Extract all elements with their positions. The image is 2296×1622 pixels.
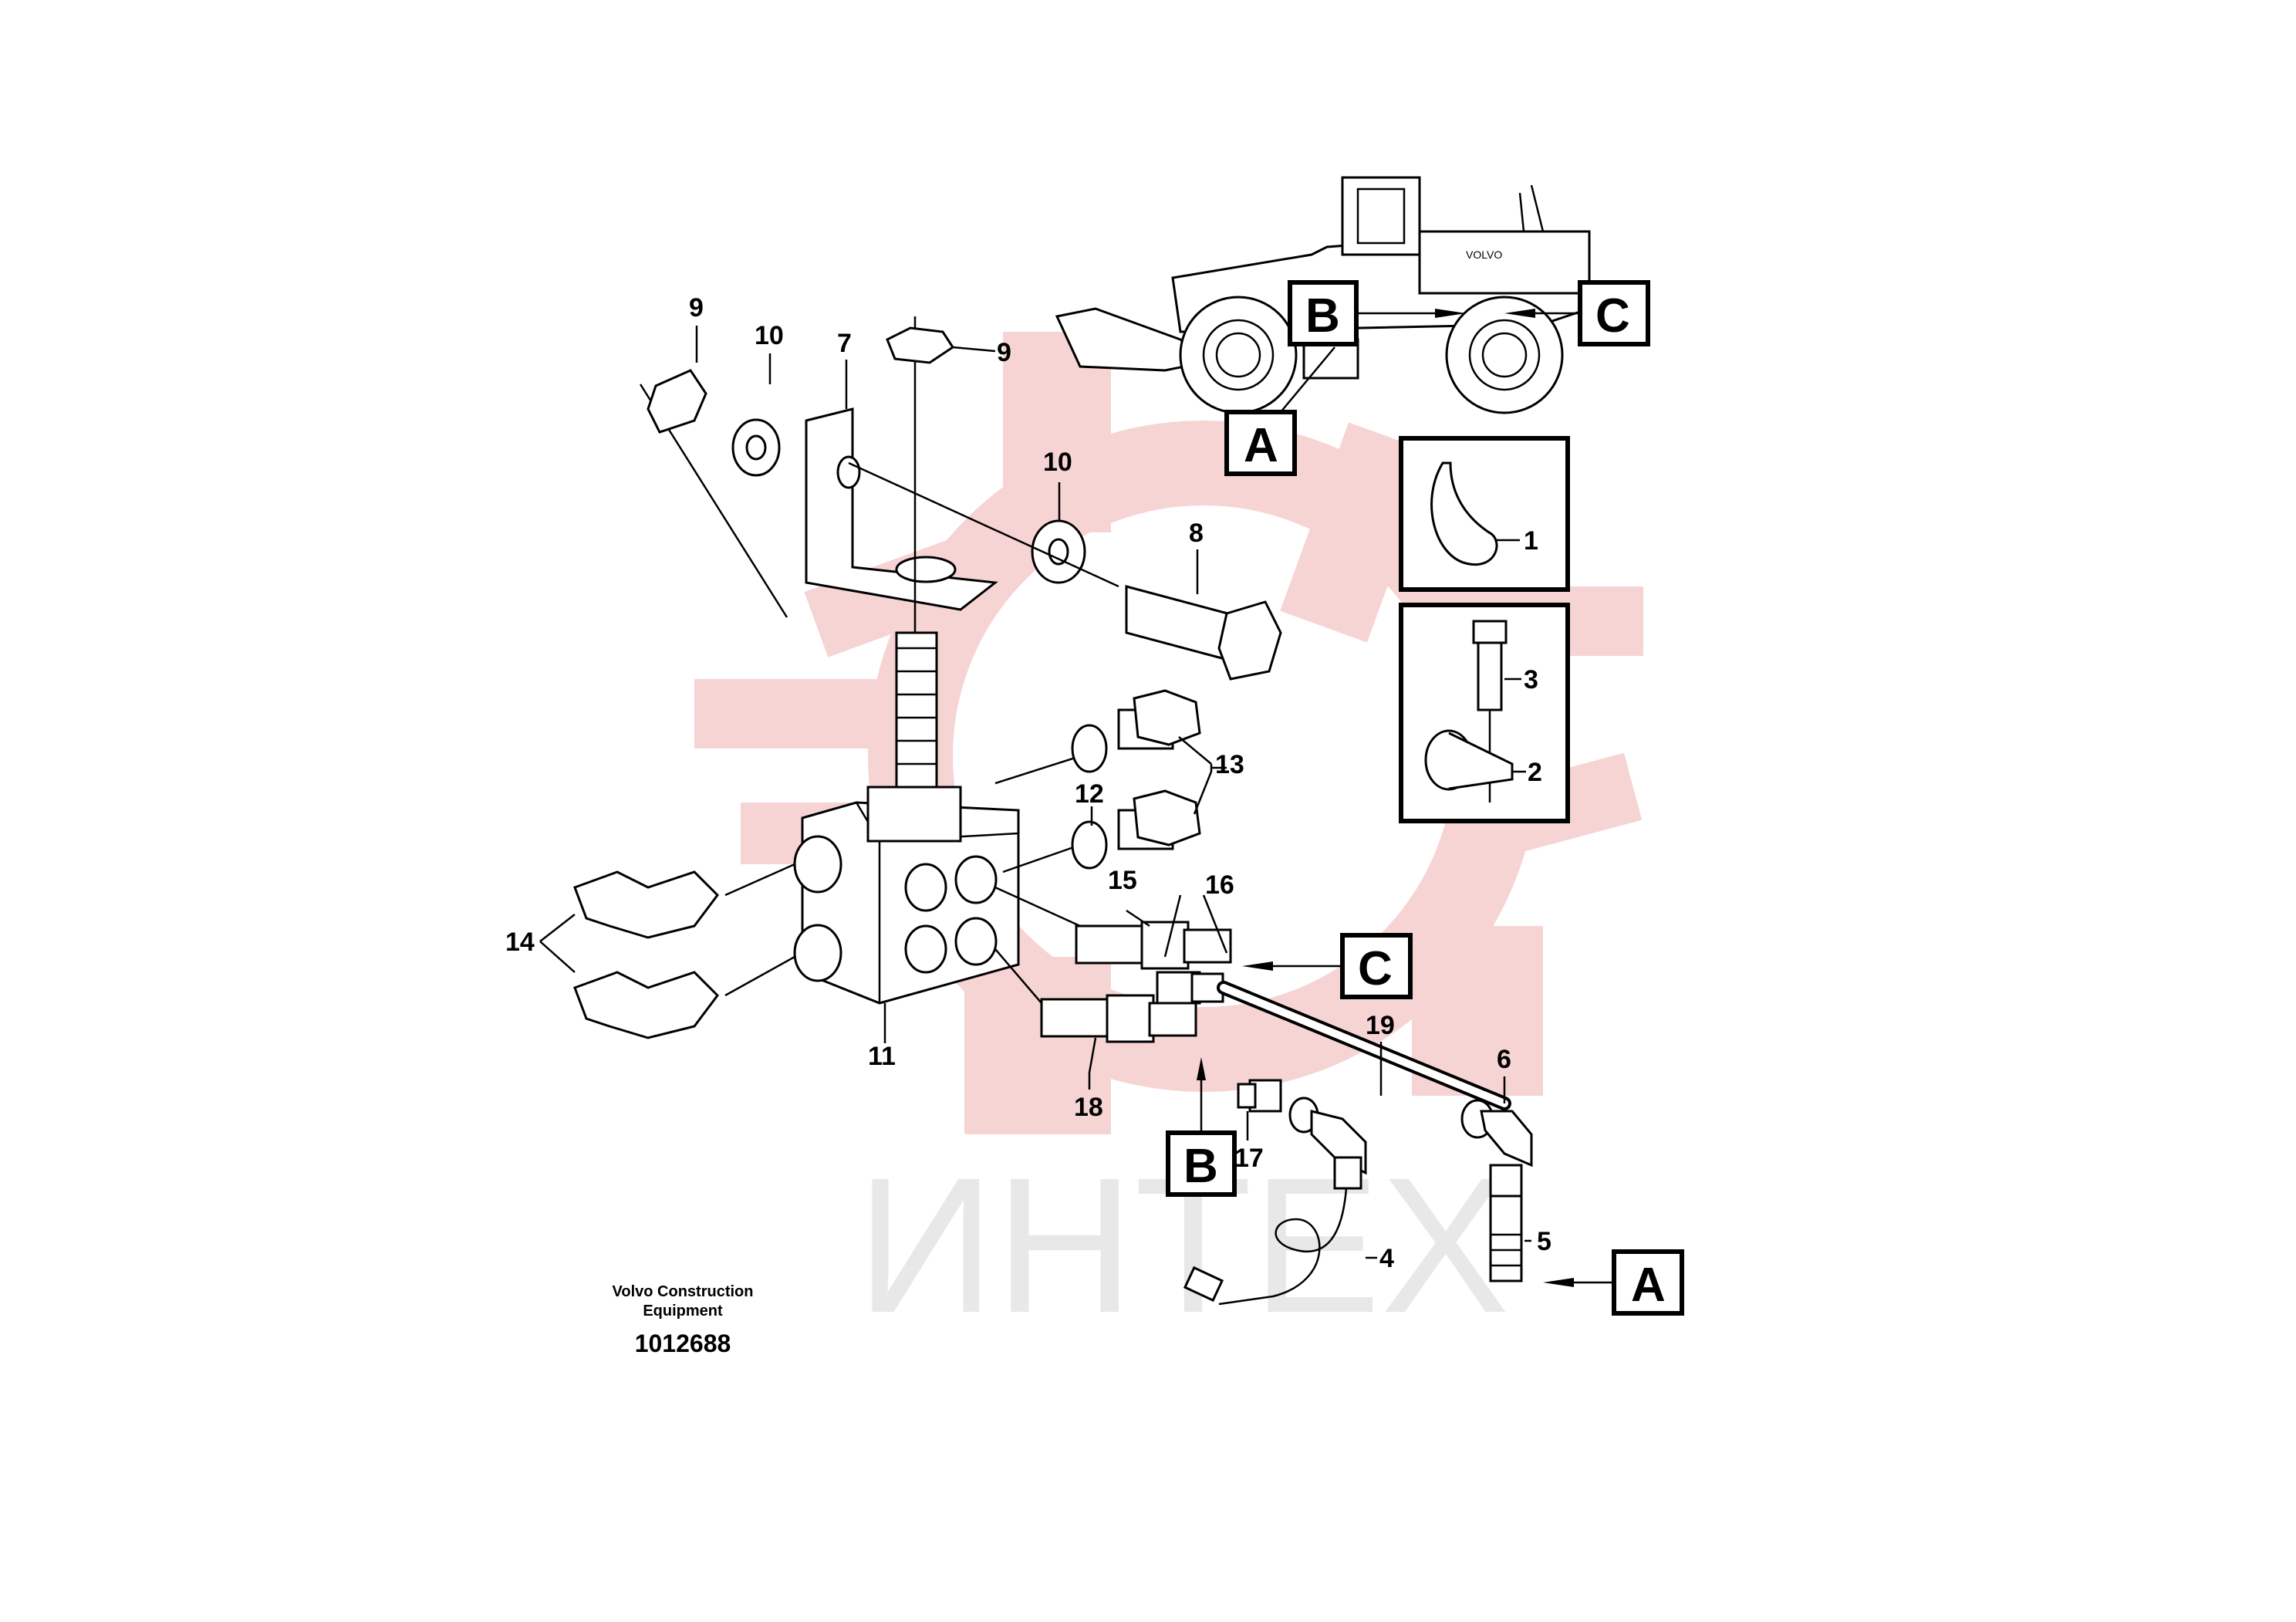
callout-19: 19 xyxy=(1366,1011,1395,1040)
callout-11: 11 xyxy=(868,1042,896,1071)
inset-cable-tie: 1 xyxy=(1399,436,1570,592)
svg-text:A: A xyxy=(1631,1259,1666,1312)
loader-logo: VOLVO xyxy=(1466,248,1502,261)
view-ref-loader-b: B xyxy=(1288,280,1466,346)
callout-6: 6 xyxy=(1497,1045,1511,1074)
callout-18: 18 xyxy=(1074,1093,1103,1122)
elbow-fittings xyxy=(539,863,795,1039)
connector-fittings xyxy=(994,886,1511,1110)
callout-1: 1 xyxy=(1524,526,1538,556)
callout-8: 8 xyxy=(1189,519,1204,548)
callout-3: 3 xyxy=(1524,665,1538,694)
callout-15: 15 xyxy=(1108,866,1137,895)
view-ref-loader-c: C xyxy=(1504,280,1650,346)
callout-4: 4 xyxy=(1379,1244,1394,1273)
callout-5: 5 xyxy=(1537,1227,1551,1256)
inset-clamp-screw: 3 2 xyxy=(1399,603,1570,823)
callout-17: 17 xyxy=(1234,1144,1264,1173)
view-ref-detail-a: A xyxy=(1543,1249,1684,1316)
callout-10-top: 10 xyxy=(755,321,784,350)
view-ref-loader-a: A xyxy=(1224,346,1335,476)
callout-10-right: 10 xyxy=(1043,448,1072,477)
plugs-and-seals xyxy=(1071,689,1227,870)
caption-line-1: Volvo Construction xyxy=(613,1283,754,1300)
caption-line-2: Equipment xyxy=(643,1303,723,1320)
svg-text:B: B xyxy=(1183,1140,1218,1193)
callout-14: 14 xyxy=(505,928,535,957)
loader-overview: VOLVO xyxy=(1055,176,1591,414)
callout-leaders xyxy=(695,326,1531,1259)
view-ref-detail-c: C xyxy=(1242,933,1413,999)
callout-7: 7 xyxy=(837,329,852,358)
callout-2: 2 xyxy=(1528,758,1542,787)
svg-text:C: C xyxy=(1358,942,1393,995)
sensor-fittings xyxy=(1183,1079,1533,1306)
drawing-number: 1012688 xyxy=(635,1330,731,1357)
svg-text:A: A xyxy=(1244,419,1278,472)
callout-12: 12 xyxy=(1075,779,1104,809)
callout-9-left: 9 xyxy=(689,293,704,323)
view-ref-detail-b: B xyxy=(1166,1057,1237,1197)
callout-16: 16 xyxy=(1205,870,1234,900)
callout-13: 13 xyxy=(1215,750,1244,779)
bracket-assembly xyxy=(639,316,1282,819)
svg-text:C: C xyxy=(1595,289,1630,343)
svg-text:B: B xyxy=(1305,289,1340,343)
callout-9-right: 9 xyxy=(997,338,1011,367)
valve-block xyxy=(793,755,1081,1034)
